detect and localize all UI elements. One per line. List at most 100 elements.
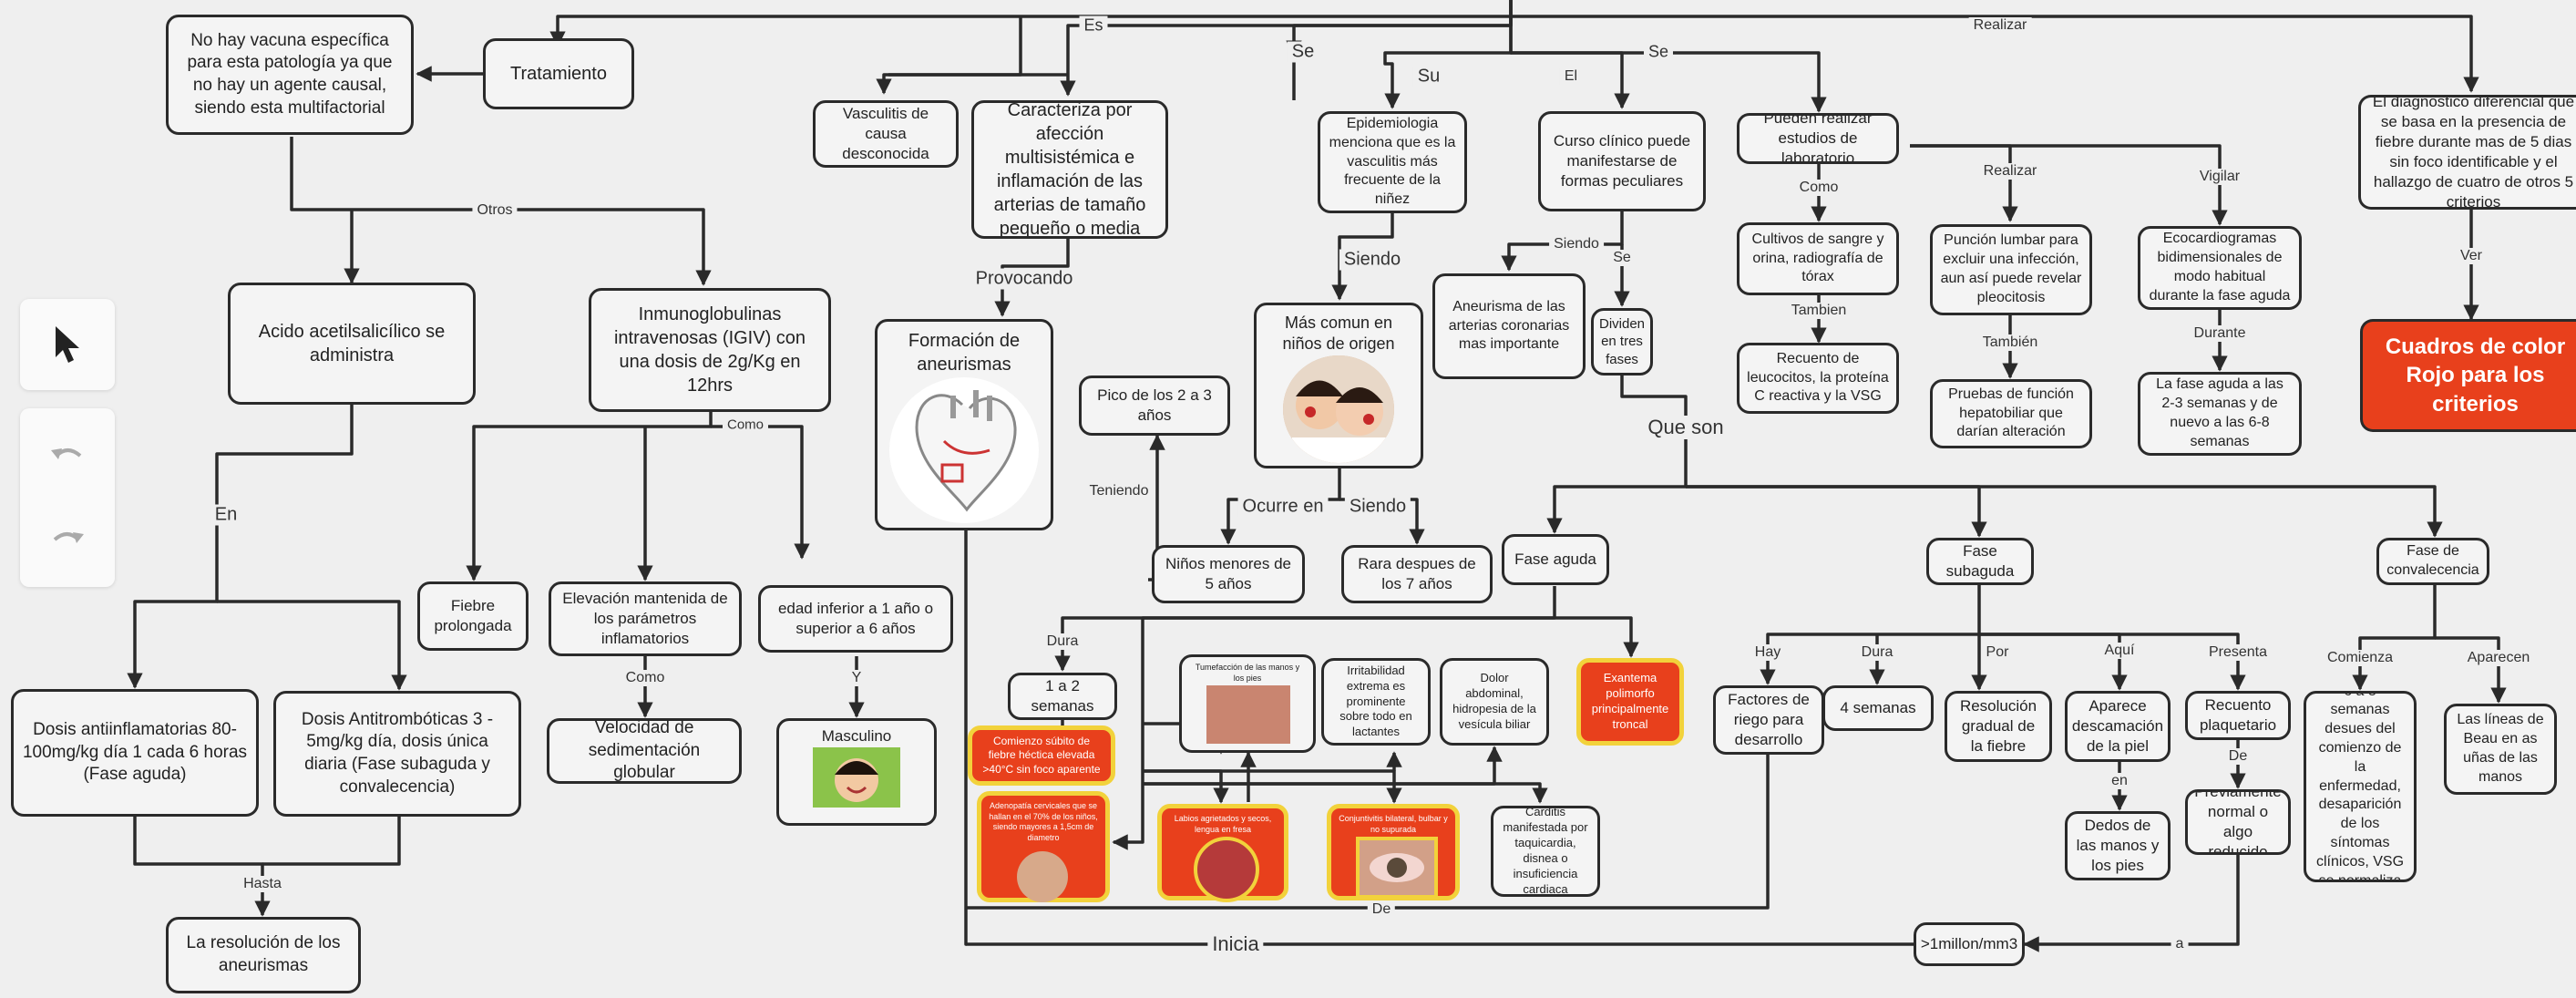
edge-label-ver: Ver [2455,248,2488,264]
node-edad-inferior[interactable]: edad inferior a 1 año o superior a 6 año… [758,585,953,653]
node-dedos[interactable]: Dedos de las manos y los pies [2065,811,2171,880]
node-cultivos[interactable]: Cultivos de sangre y orina, radiografía … [1737,222,1899,295]
eye-photo [1356,837,1438,899]
edge-label-aparecen: Aparecen [2462,650,2535,666]
node-factores[interactable]: Factores de riego para desarrollo [1713,685,1824,755]
cursor-icon[interactable] [20,299,115,390]
edge-label-hasta: Hasta [239,876,286,892]
node-dosis-antitromboticas[interactable]: Dosis Antitrombóticas 3 - 5mg/kg día, do… [273,691,521,817]
hands-photo [1206,685,1290,744]
node-dosis-antiinflamatorias[interactable]: Dosis antiinflamatorias 80-100mg/kg día … [11,689,259,817]
edge-label-durante: Durante [2189,325,2251,342]
edge-label-hay: Hay [1750,644,1786,661]
node-exantema[interactable]: Exantema polimorfo principalmente tronca… [1576,658,1684,746]
node-recuento-leucocitos[interactable]: Recuento de leucocitos, la proteína C re… [1737,343,1899,414]
node-velocidad[interactable]: Velocidad de sedimentación globular [547,718,742,784]
node-pruebas-hepaticas[interactable]: Pruebas de función hepatobiliar que darí… [1930,379,2092,448]
node-epidemiologia[interactable]: Epidemiologia menciona que es la vasculi… [1318,111,1467,213]
node-irritabilidad[interactable]: Irritabilidad extrema es prominente sobr… [1321,658,1431,746]
node-dx-diferencial[interactable]: El diagnostico diferencial que se basa e… [2358,95,2576,210]
edge-label-se: Se [1287,41,1319,63]
node-recuento-plaquetario[interactable]: Recuento plaquetario [2185,691,2291,740]
edge-label-por: Por [1981,644,2014,661]
edge-label-provocando: Provocando [970,268,1078,290]
redo-icon[interactable] [20,501,115,578]
edge-label-presenta: Presenta [2203,644,2273,661]
node-pico[interactable]: Pico de los 2 a 3 años [1079,376,1230,436]
node-dividen[interactable]: Dividen en tres fases [1591,308,1653,376]
node-caracteriza[interactable]: Caracteriza por afección multisistémica … [971,100,1168,239]
node-fiebre-prolongada[interactable]: Fiebre prolongada [417,581,529,651]
edge-label-otros: Otros [472,202,518,219]
edge-label-comienza: Comienza [2322,650,2398,666]
node-previamente[interactable]: Previamente normal o algo reducido [2185,789,2291,855]
node-tratamiento[interactable]: Tratamiento [483,38,634,109]
node-fase-aguda[interactable]: Fase aguda [1502,534,1609,585]
edge-label-y: Y [847,670,867,686]
node-fase-convalecencia[interactable]: Fase de convalecencia [2376,538,2489,585]
edge-label-vigilar: Vigilar [2194,169,2245,185]
edge-label-en: en [2107,773,2132,789]
node-fase-aguda-semanas[interactable]: La fase aguda a las 2-3 semanas y de nue… [2138,372,2302,456]
node-resolucion-gradual[interactable]: Resolución gradual de la fiebre [1945,691,2052,762]
edge-label-se: Se [1643,42,1674,62]
edge-label-dura: Dura [1856,644,1898,661]
node-comienzo-subito[interactable]: Comienzo súbito de fiebre héctica elevad… [968,725,1115,786]
edge-label-siendo: Siendo [1344,496,1411,518]
boy-photo [813,747,900,808]
history-panel [20,408,115,587]
edge-label-realizar: Realizar [1968,17,2032,34]
node-curso-clinico[interactable]: Curso clínico puede manifestarse de form… [1538,111,1706,211]
edge-label-a: a [2171,936,2189,952]
node-laboratorio[interactable]: Pueden realizar estudios de laboratorio [1737,113,1899,164]
edge-label-es: Es [1079,15,1108,36]
node-vasculitis[interactable]: Vasculitis de causa desconocida [813,100,959,168]
lips-photo [1194,837,1259,902]
edge-label-como: Como [722,417,769,433]
node-1-a-2-semanas[interactable]: 1 a 2 semanas [1008,673,1117,720]
asian-children-photo [1283,355,1394,463]
node-fase-subaguda[interactable]: Fase subaguda [1926,538,2034,585]
node-no-vacuna[interactable]: No hay vacuna específica para esta patol… [166,15,414,135]
node-resolucion-aneurismas[interactable]: La resolución de los aneurismas [166,917,361,993]
edge-label-aqui: Aquí [2099,643,2140,659]
edge-label-siendo: Siendo [1549,236,1604,252]
node-dolor-abdominal[interactable]: Dolor abdominal, hidropesia de la vesícu… [1440,658,1549,746]
undo-icon[interactable] [20,417,115,494]
node-cuadros-rojo[interactable]: Cuadros de color Rojo para los criterios [2360,319,2576,432]
node-carditis[interactable]: Carditis manifestada por taquicardia, di… [1491,806,1600,897]
node-descamacion[interactable]: Aparece descamación de la piel [2065,691,2171,762]
edge-label-realizar: Realizar [1978,163,2042,180]
edge-label-su: Su [1412,66,1445,87]
edge-label-siendo: Siendo [1339,249,1406,271]
node-elevacion[interactable]: Elevación mantenida de los parámetros in… [549,581,742,656]
edge-label-como: Como [621,670,670,686]
edge-label-de: De [1367,901,1396,918]
edge-label-tambien: También [1977,334,2043,351]
edge-label-en: En [210,504,242,526]
node-eco[interactable]: Ecocardiogramas bidimensionales de modo … [2138,226,2302,310]
edge-label-que-son: Que son [1643,416,1729,439]
node-aneurisma-coronarias[interactable]: Aneurisma de las arterias coronarias mas… [1432,273,1586,379]
edge-label-ocurre-en: Ocurre en [1237,496,1329,518]
node-ninos-menores[interactable]: Niños menores de 5 años [1152,545,1305,603]
heart-illustration [889,377,1039,523]
edge-label-teniendo: Teniendo [1084,483,1154,499]
node-inmuno[interactable]: Inmunoglobulinas intravenosas (IGIV) con… [589,288,831,412]
node-acido[interactable]: Acido acetilsalicílico se administra [228,283,476,405]
edge-label-el: El [1559,68,1583,85]
select-tool-panel [20,299,115,390]
edge-label-dura: Dura [1042,633,1083,650]
edge-label-como: Como [1794,180,1843,196]
edge-label-de: De [2223,748,2253,765]
edge-label-tambien: Tambien [1786,303,1852,319]
node-4-semanas[interactable]: 4 semanas [1822,685,1934,731]
node-rara[interactable]: Rara despues de los 7 años [1341,545,1493,603]
edge-label-se: Se [1608,250,1636,266]
node-seis-ocho-semanas[interactable]: 6 a 8 semanas desues del comienzo de la … [2304,691,2417,882]
node-lineas-beau[interactable]: Las líneas de Beau en as uñas de las man… [2444,704,2557,795]
node-puncion[interactable]: Punción lumbar para excluir una infecció… [1930,224,2092,315]
node-millon[interactable]: >1millon/mm3 [1914,922,2025,966]
edge-label-inicia: Inicia [1207,932,1264,956]
neck-photo [1017,851,1068,902]
